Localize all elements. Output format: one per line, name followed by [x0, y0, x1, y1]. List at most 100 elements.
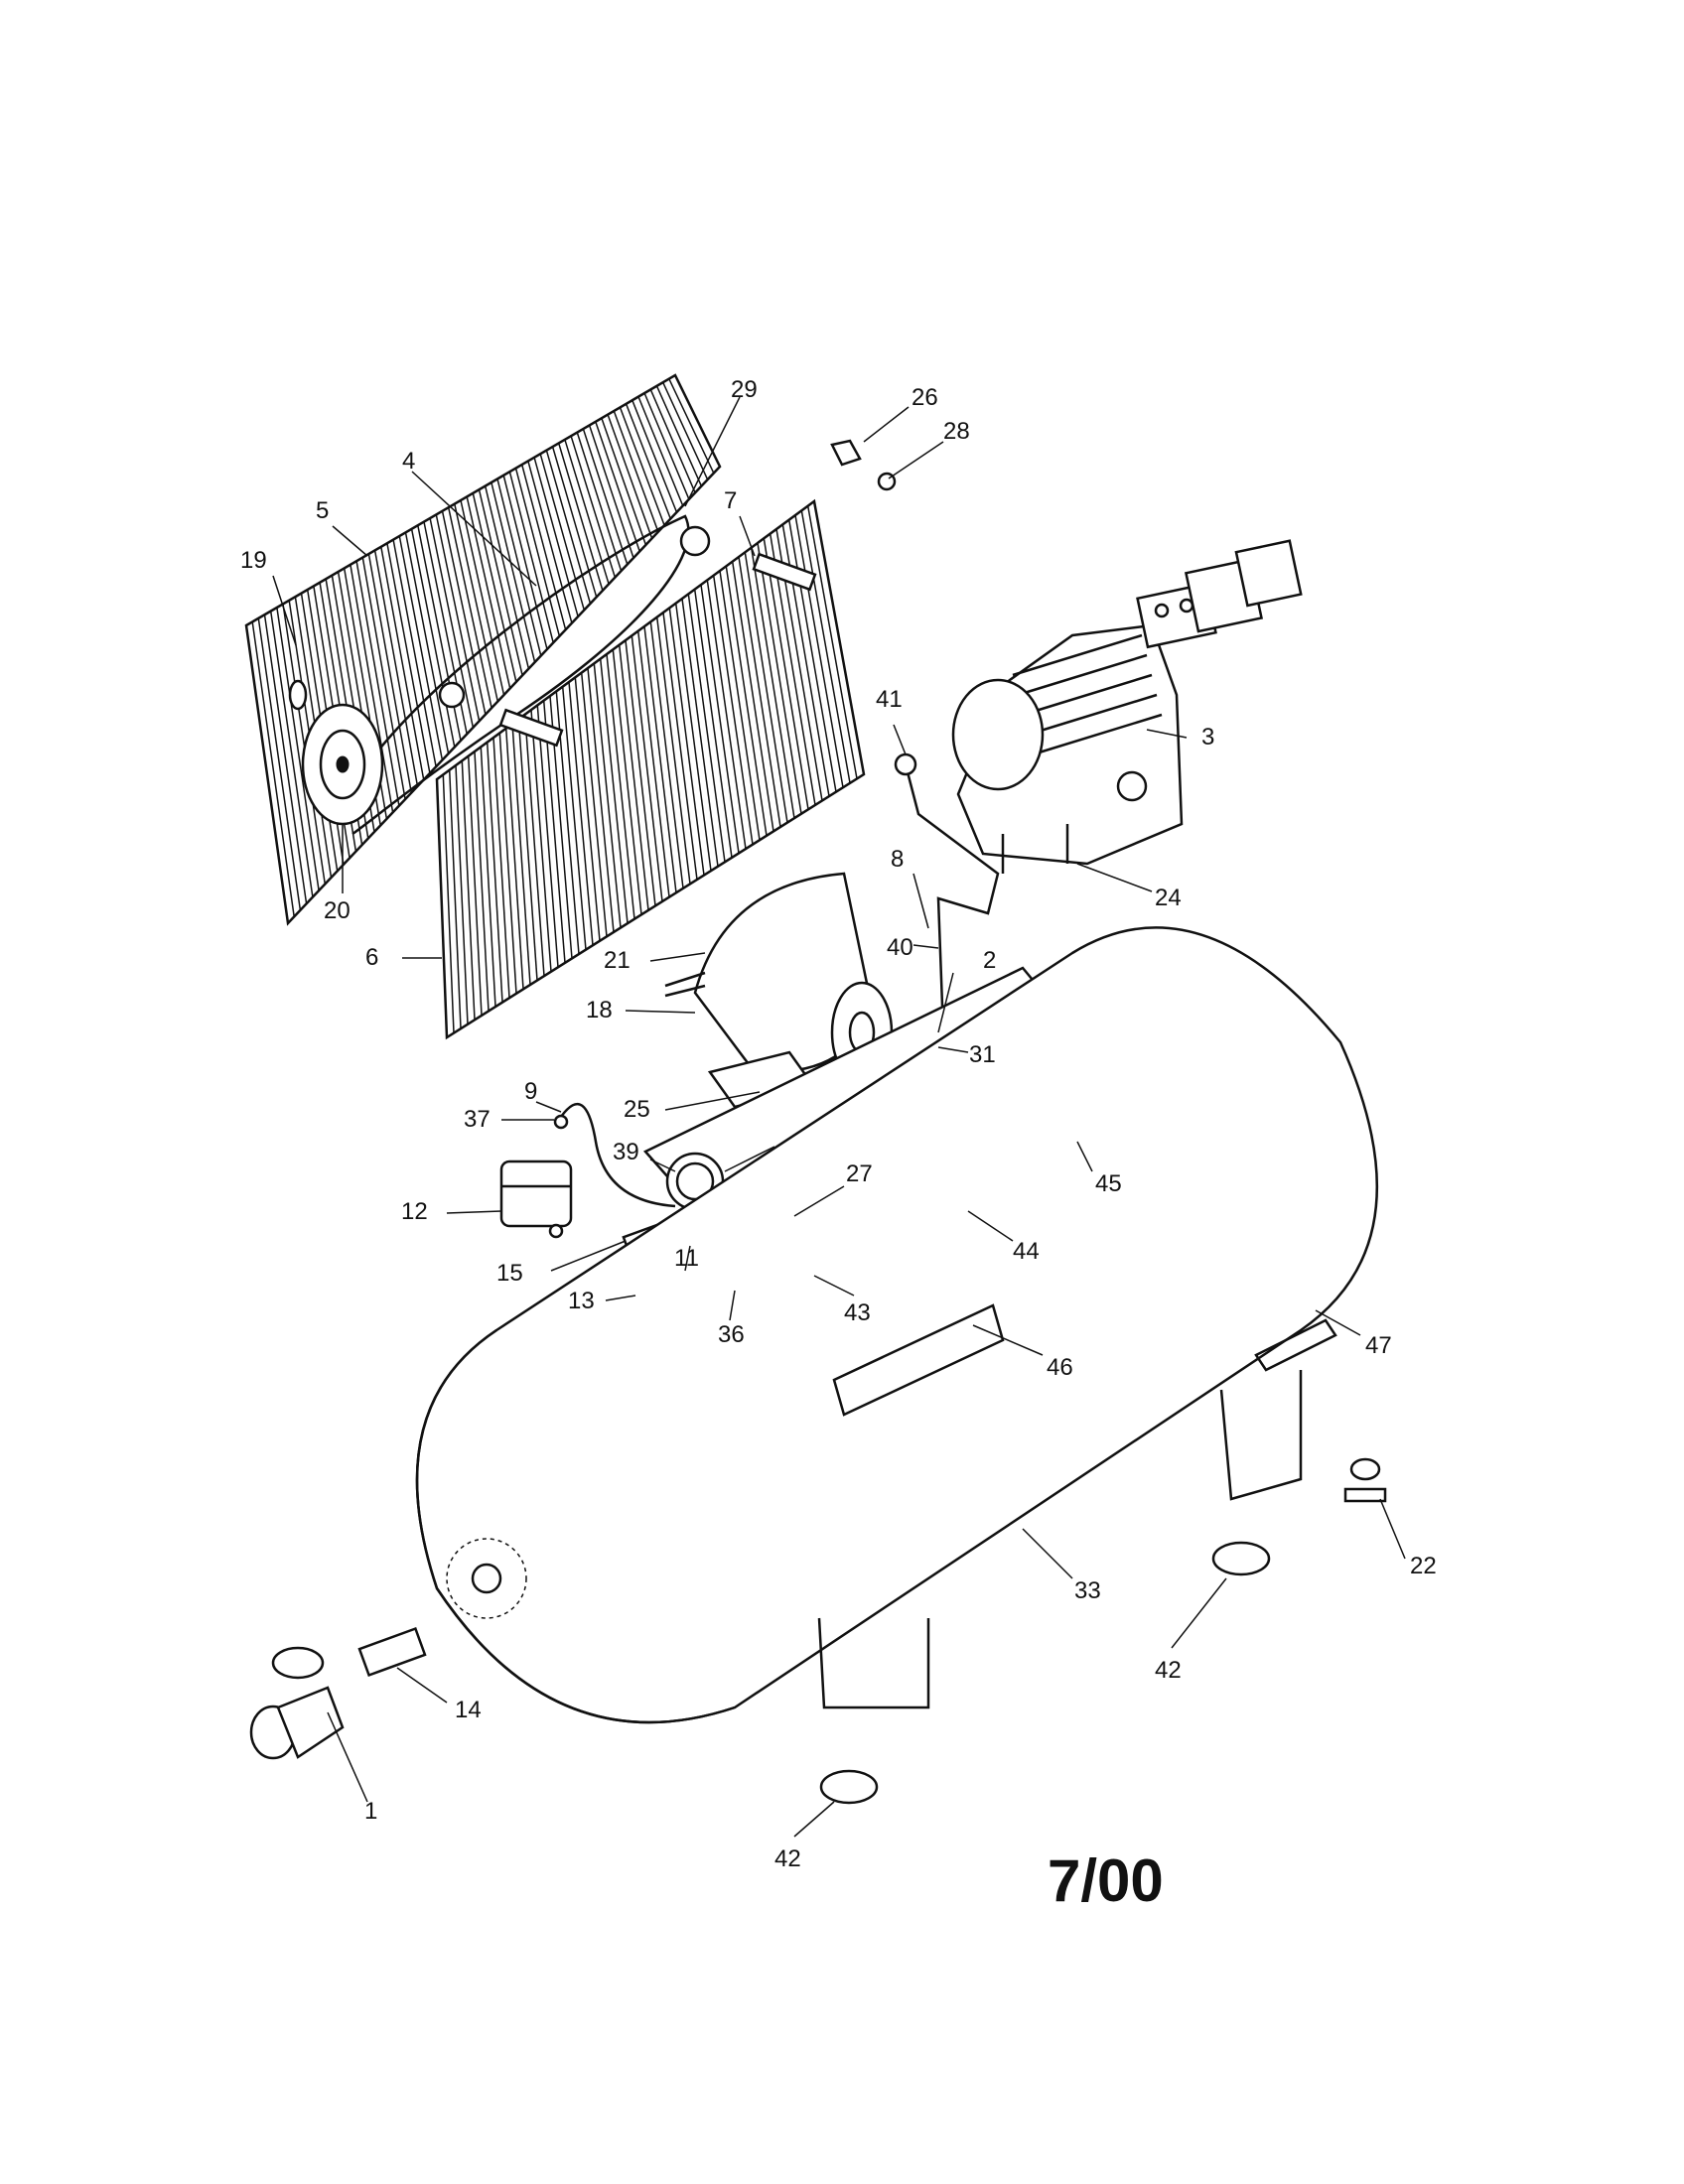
grille-bar — [580, 672, 608, 937]
grille-bar — [631, 635, 663, 902]
label-part-24: 24 — [1155, 885, 1182, 911]
pump-pulley-hub — [438, 525, 711, 709]
grille-bar — [442, 774, 455, 1033]
grille-bar — [561, 686, 587, 950]
label-part-36: 36 — [718, 1321, 745, 1348]
grille-bar — [454, 503, 499, 702]
motor-pulley — [301, 703, 384, 826]
grille-bar — [606, 653, 635, 919]
flywheel-bolt — [288, 679, 308, 711]
drain-valve — [1343, 1457, 1387, 1503]
grille-bar — [607, 414, 653, 539]
grille-bar — [373, 550, 419, 787]
grille-bar — [738, 556, 781, 828]
drive-belt — [341, 514, 690, 836]
label-part-15: 15 — [496, 1260, 523, 1287]
grille-bar — [668, 608, 705, 876]
label-part-39: 39 — [613, 1139, 639, 1165]
label-part-12: 12 — [401, 1198, 428, 1225]
label-part-27: 27 — [846, 1160, 873, 1187]
part-labels: 1 2 3 4 5 6 7 8 9 11 12 13 14 15 18 19 2… — [240, 376, 1437, 1872]
grille-bar — [625, 639, 656, 906]
shutoff-valve — [249, 1646, 345, 1760]
grille-bar — [435, 514, 481, 722]
grille-bar — [461, 760, 476, 1021]
grille-bar — [655, 616, 691, 885]
grille-bar — [800, 510, 851, 783]
grille-bar — [508, 472, 554, 643]
grille-bar — [731, 561, 774, 832]
label-part-6: 6 — [365, 944, 378, 971]
grille-bar — [263, 614, 308, 904]
grille-bar — [674, 603, 712, 872]
grille-bar — [542, 700, 566, 963]
grille-bar — [744, 552, 788, 823]
grille-bar — [350, 564, 394, 813]
grille-bar — [404, 532, 450, 754]
grille-bar — [527, 461, 573, 623]
label-part-31: 31 — [969, 1041, 996, 1068]
grille-bar — [632, 399, 678, 513]
grille-bar — [712, 575, 754, 845]
grille-bar — [514, 468, 561, 637]
grille-bar — [491, 481, 536, 663]
guard-brackets — [498, 552, 817, 748]
grille-bar — [612, 649, 642, 915]
leader-lines — [272, 396, 1406, 1838]
pressure-switch — [499, 1160, 573, 1239]
grille-bar — [484, 485, 530, 669]
label-part-8: 8 — [891, 846, 904, 873]
grille-bar — [492, 737, 510, 999]
grille-bar — [355, 561, 400, 806]
grille-bar — [719, 570, 761, 841]
grille-bar — [681, 598, 719, 867]
grille-bar — [392, 539, 437, 767]
label-plates — [832, 1303, 1337, 1417]
grille-bar — [455, 764, 469, 1024]
label-part-45: 45 — [1095, 1170, 1122, 1197]
guard-clip — [830, 439, 897, 491]
grille-bar — [636, 630, 670, 897]
grille-bar — [662, 381, 709, 480]
grille-bar — [251, 621, 295, 917]
label-part-5: 5 — [316, 497, 329, 524]
grille-bar — [587, 667, 615, 933]
grille-bar — [276, 607, 320, 891]
label-part-1: 1 — [364, 1798, 377, 1825]
grille-bar — [504, 728, 524, 990]
grille-bar — [655, 385, 703, 487]
label-part-28: 28 — [943, 418, 970, 445]
grille-bar — [441, 510, 487, 715]
grille-bar — [467, 755, 483, 1016]
label-part-9: 9 — [524, 1078, 537, 1105]
label-part-26: 26 — [912, 384, 938, 411]
grille-bar — [595, 421, 640, 552]
label-part-7: 7 — [724, 487, 737, 514]
grille-bar — [502, 475, 548, 650]
nipple-fitting — [357, 1626, 427, 1678]
grille-bar — [613, 410, 659, 532]
label-part-25: 25 — [624, 1096, 650, 1123]
label-part-13: 13 — [568, 1288, 595, 1314]
grille-bar — [668, 378, 715, 474]
grille-bar — [530, 709, 552, 972]
label-part-3: 3 — [1201, 724, 1214, 751]
grille-bar — [480, 747, 496, 1008]
grille-bar — [478, 489, 523, 676]
grille-bar — [618, 644, 649, 910]
grille-bar — [496, 478, 542, 656]
grille-bar — [539, 453, 586, 611]
label-part-43: 43 — [844, 1299, 871, 1326]
grille-bar — [533, 457, 579, 617]
grille-bar — [794, 514, 844, 788]
grille-bar — [386, 543, 431, 774]
grille-bar — [593, 663, 622, 928]
grille-bar — [429, 517, 475, 729]
grille-bar — [601, 417, 647, 546]
label-part-47: 47 — [1365, 1332, 1392, 1359]
label-part-46: 46 — [1047, 1354, 1073, 1381]
grille-bar — [574, 677, 601, 941]
grille-bar — [787, 519, 837, 792]
grille-bar — [599, 658, 629, 924]
